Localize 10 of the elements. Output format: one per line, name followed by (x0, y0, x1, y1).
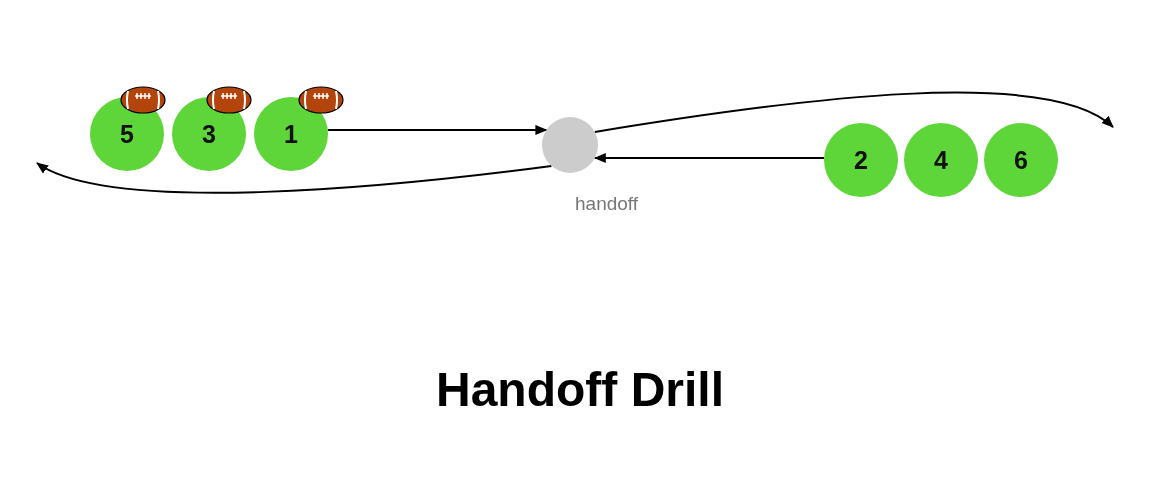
player-circle: 4 (904, 123, 978, 197)
arrow (593, 153, 826, 163)
arrow (36, 162, 553, 194)
player-circle: 1 (254, 97, 328, 171)
player-circle: 6 (984, 123, 1058, 197)
arrow (593, 91, 1114, 133)
arrow (326, 125, 548, 135)
title: Handoff Drill (435, 362, 725, 417)
spot-label: handoff (575, 193, 639, 215)
player-circle: 2 (824, 123, 898, 197)
